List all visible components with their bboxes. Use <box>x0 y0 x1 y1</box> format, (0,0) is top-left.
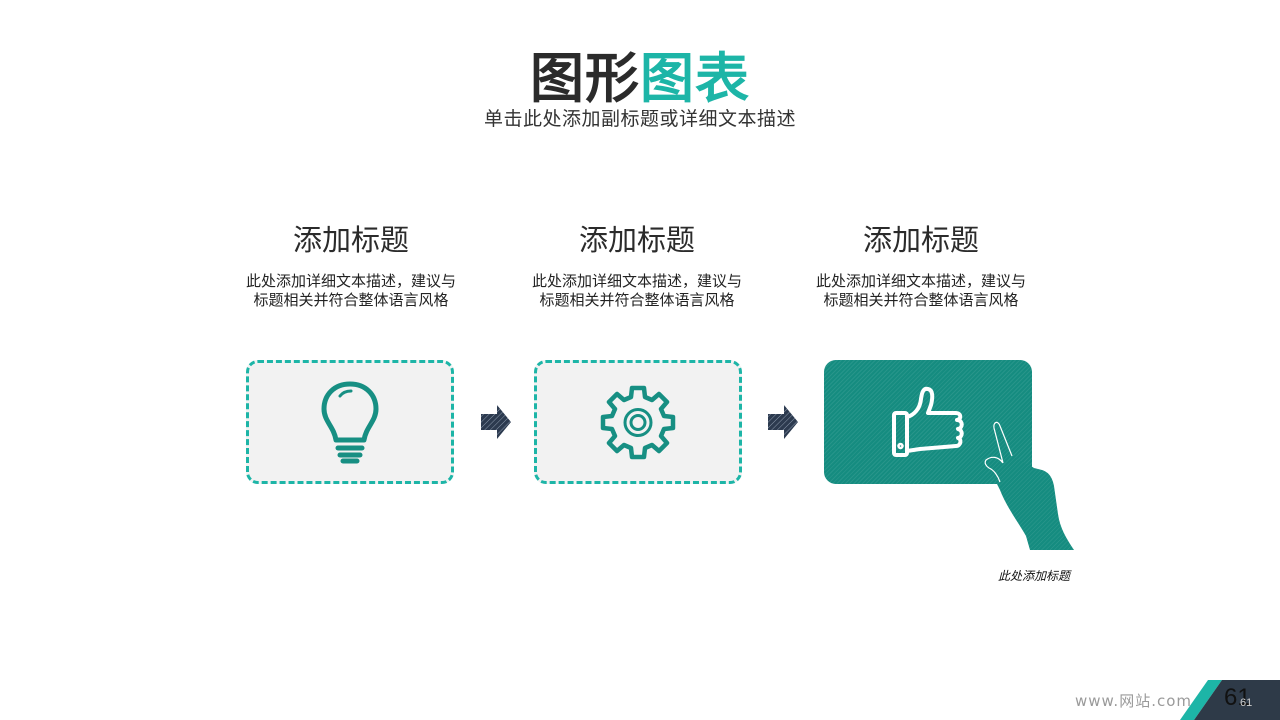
step-1-text: 添加标题 此处添加详细文本描述，建议与标题相关并符合整体语言风格 <box>236 220 466 310</box>
title-part-1: 图形 <box>530 47 640 110</box>
footer-corner-decoration <box>1180 680 1280 720</box>
step-1-box <box>246 360 454 484</box>
page-title: 图形图表 <box>0 48 1280 110</box>
step-description: 此处添加详细文本描述，建议与标题相关并符合整体语言风格 <box>531 272 742 309</box>
subtitle: 单击此处添加副标题或详细文本描述 <box>483 108 796 130</box>
gear-icon <box>600 385 676 460</box>
step-description: 此处添加详细文本描述，建议与标题相关并符合整体语言风格 <box>245 272 456 309</box>
step-2-text: 添加标题 此处添加详细文本描述，建议与标题相关并符合整体语言风格 <box>522 220 752 310</box>
step-title: 添加标题 <box>862 223 979 257</box>
step-title: 添加标题 <box>578 223 695 257</box>
page-number-small: 61 <box>1240 697 1253 709</box>
pointing-hand-icon <box>984 421 1074 550</box>
footer-url: www.网站.com <box>1075 692 1192 710</box>
step-description: 此处添加详细文本描述，建议与标题相关并符合整体语言风格 <box>815 272 1026 309</box>
lightbulb-icon <box>321 381 379 464</box>
step-3-text: 添加标题 此处添加详细文本描述，建议与标题相关并符合整体语言风格 <box>806 220 1036 310</box>
arrow-right-icon <box>768 405 798 439</box>
page-number: 61 <box>1224 684 1251 711</box>
title-part-2: 图表 <box>640 47 750 110</box>
thumbs-up-icon <box>892 386 964 457</box>
arrow-right-icon <box>481 405 511 439</box>
step-2-box <box>534 360 742 484</box>
step-title: 添加标题 <box>292 223 409 257</box>
image-caption: 此处添加标题 <box>997 569 1070 583</box>
